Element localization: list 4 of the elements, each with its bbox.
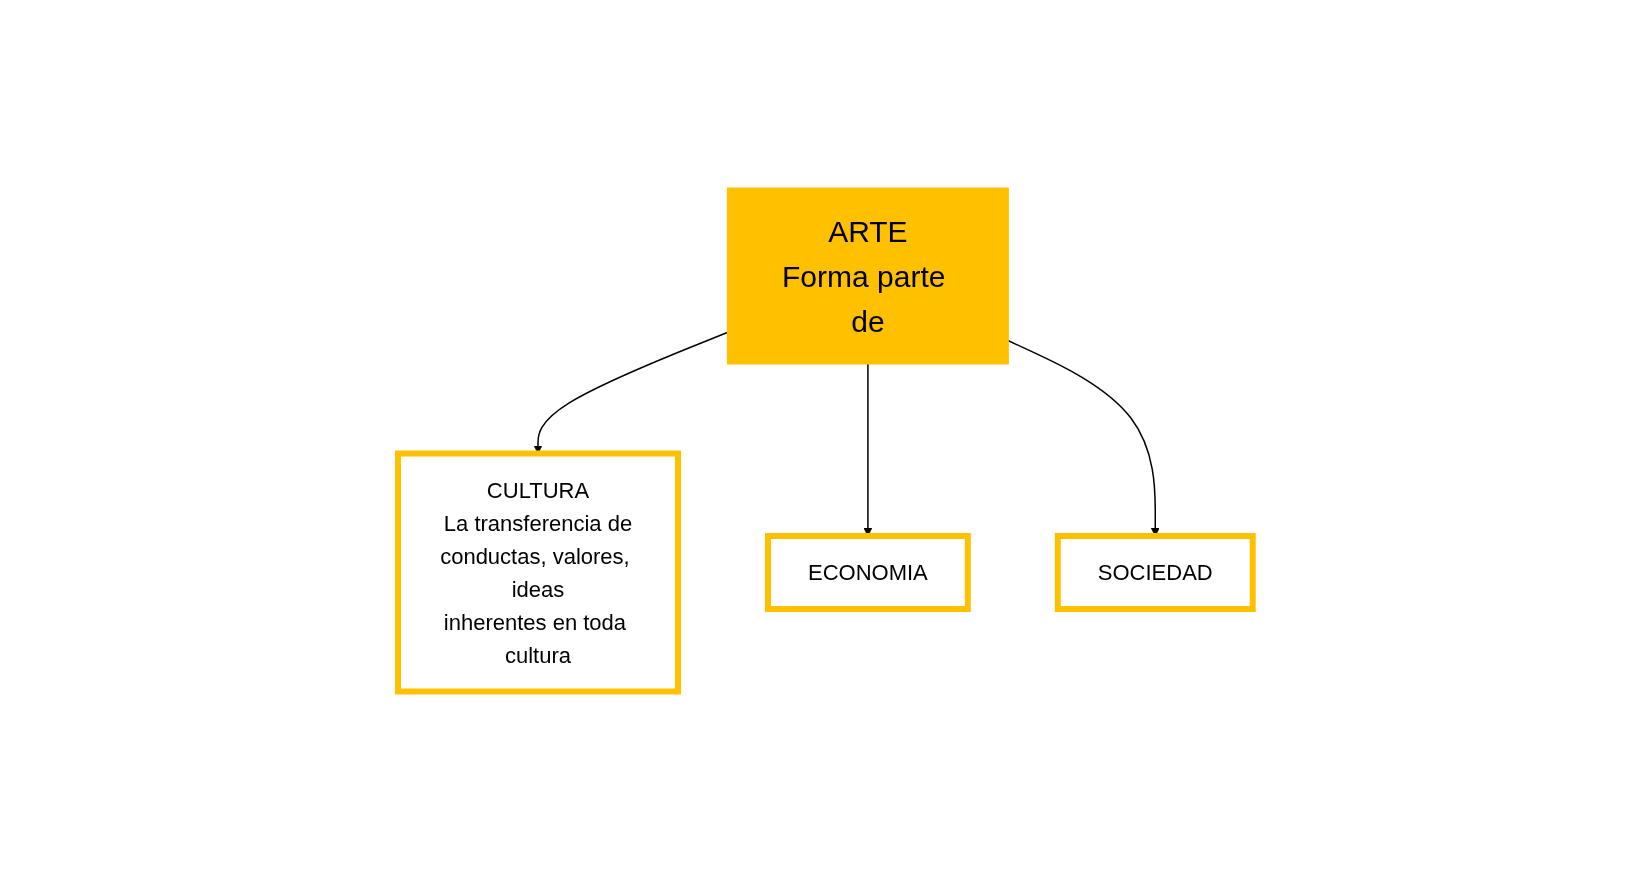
node-box: SOCIEDAD — [1054, 532, 1256, 612]
node-box: ARTE Forma parte de — [726, 187, 1009, 364]
node-box: ECONOMIA — [764, 532, 971, 612]
node-box: CULTURA La transferencia de conductas, valores, ideas inherentes en toda cultura — [394, 450, 681, 694]
